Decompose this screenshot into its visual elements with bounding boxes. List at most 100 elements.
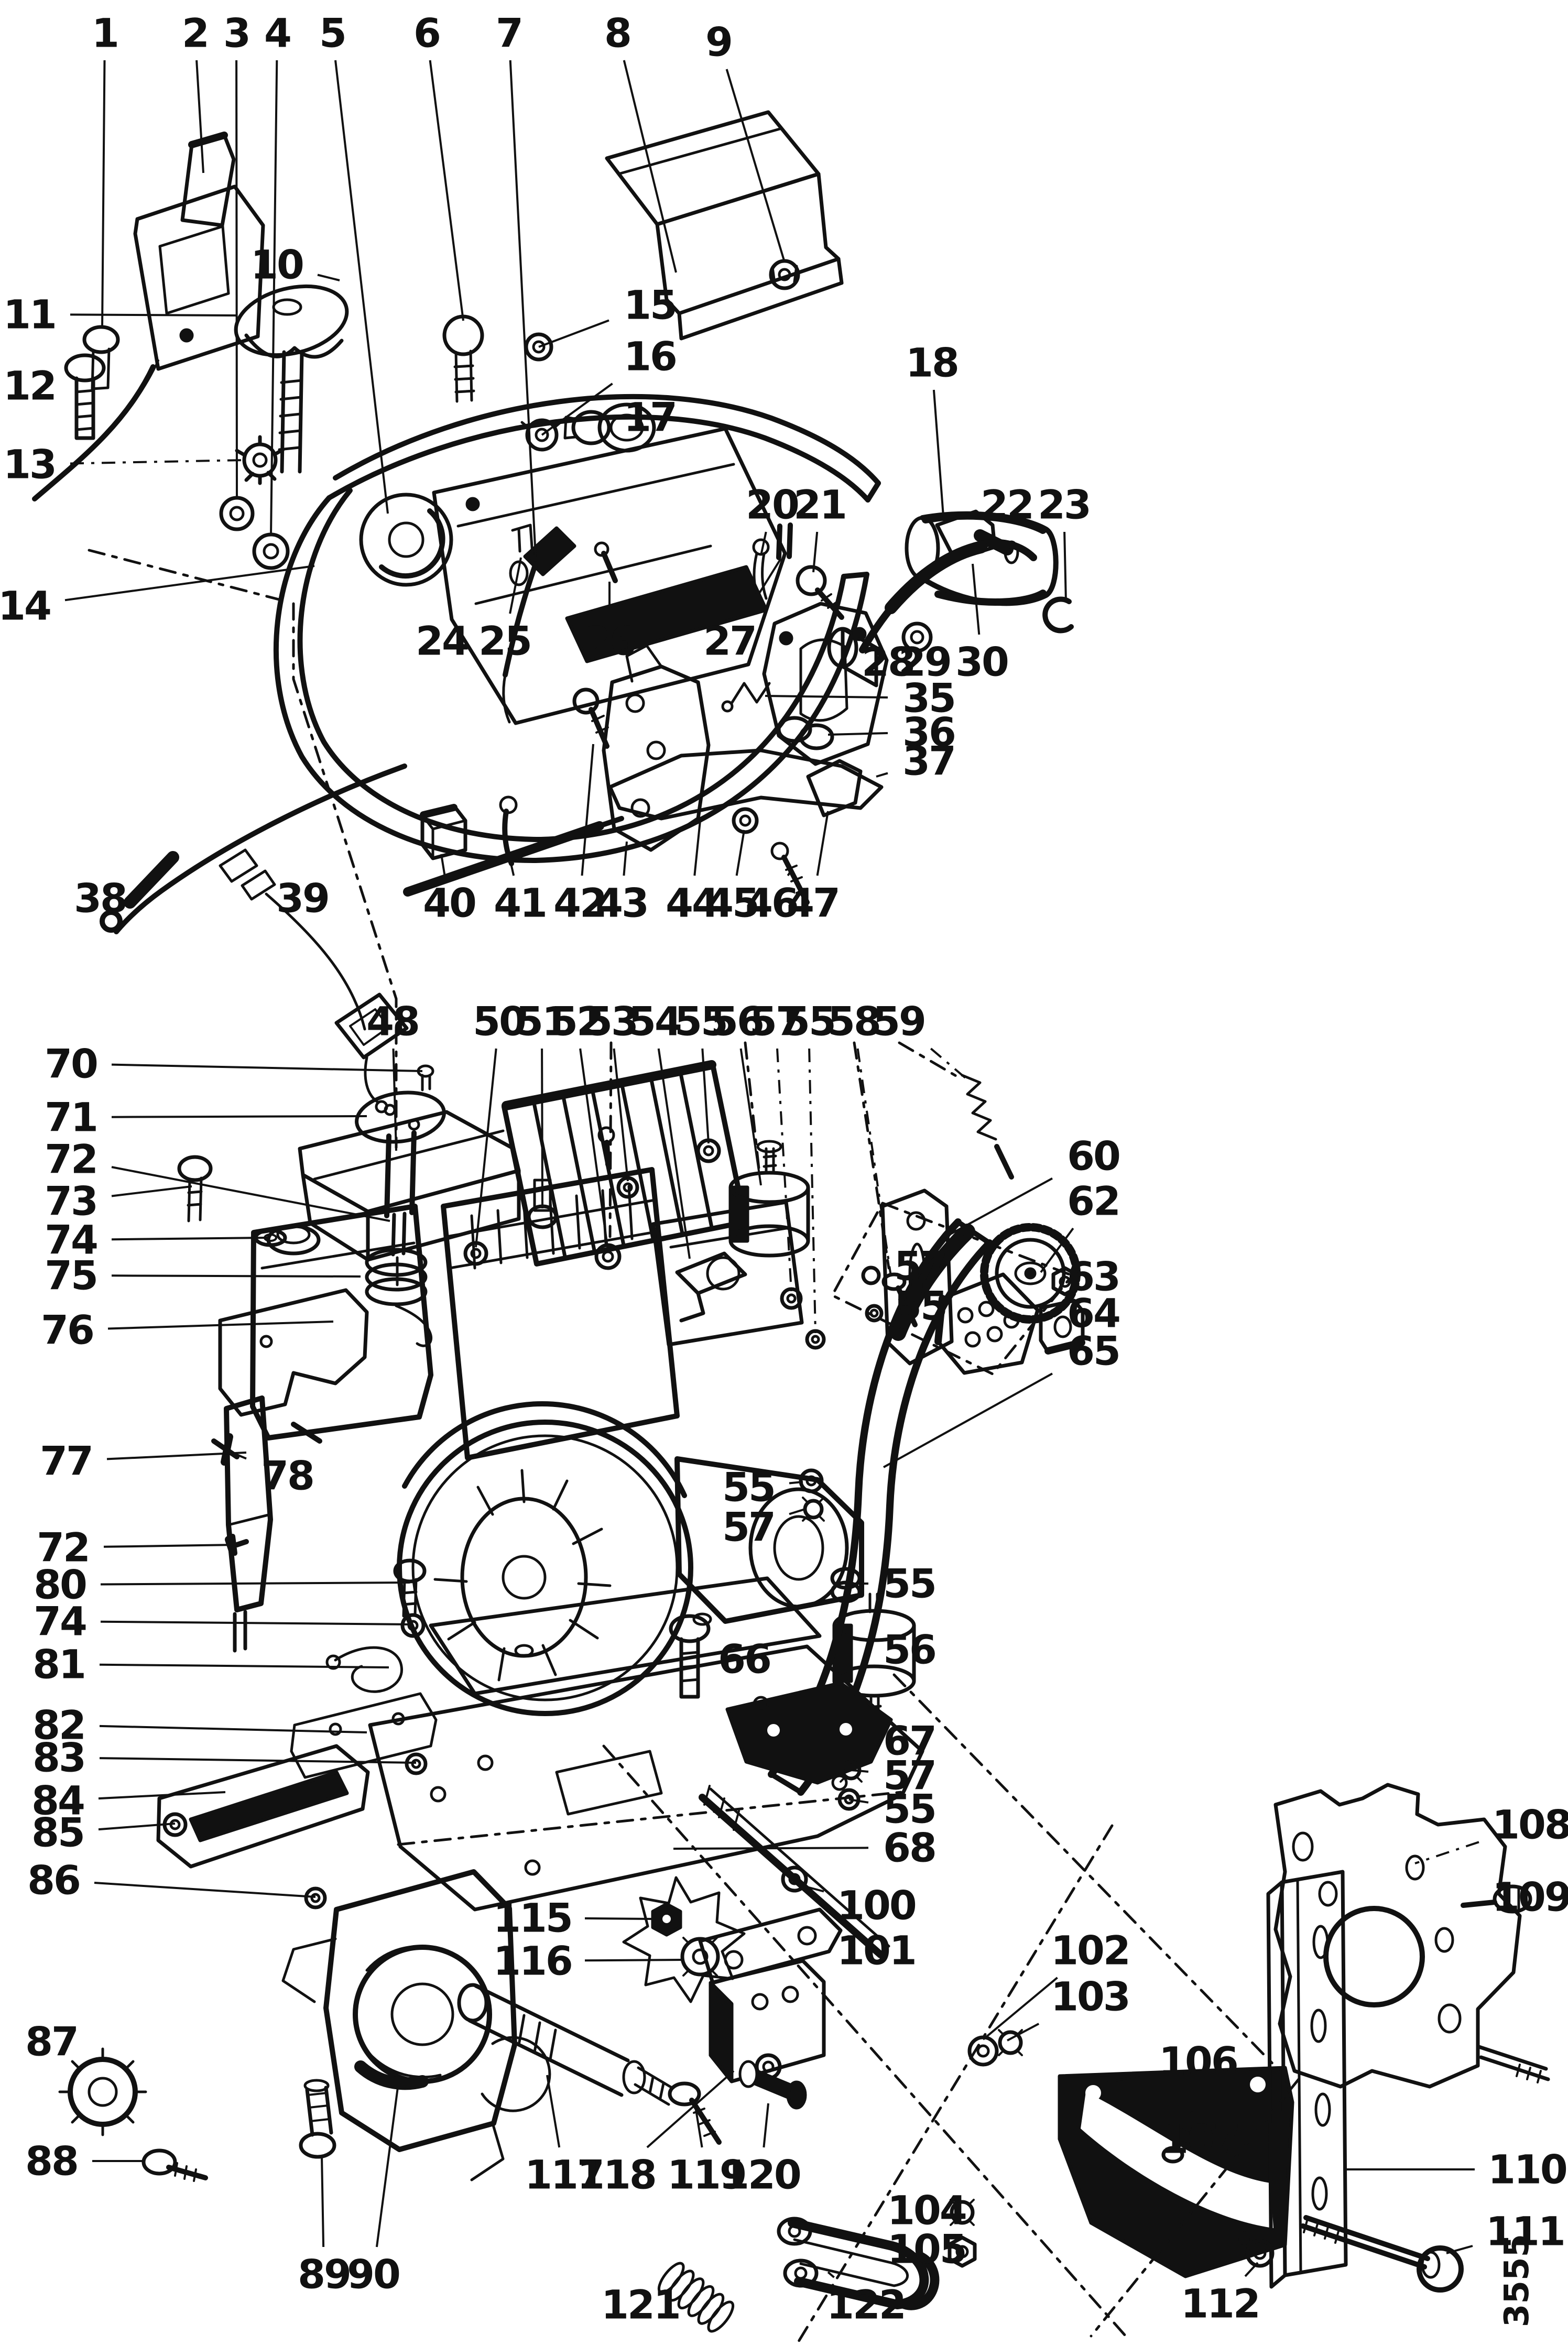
leader-line <box>111 1237 269 1241</box>
leader-line <box>99 1663 389 1668</box>
leader-line <box>789 1481 803 1485</box>
part-label-6: 6 <box>413 10 440 57</box>
part-label-59: 59 <box>873 998 925 1045</box>
leader-line <box>429 60 464 321</box>
part-label-115: 115 <box>493 1895 572 1941</box>
part-label-7: 7 <box>496 10 522 57</box>
leader-line <box>140 882 149 887</box>
part-label-48: 48 <box>366 998 419 1045</box>
part-label-50: 50 <box>473 998 525 1045</box>
leader-line <box>64 565 315 602</box>
leader-line <box>765 695 888 699</box>
part-label-116: 116 <box>493 1938 572 1984</box>
leader-line <box>763 2103 769 2148</box>
recoil-disc-and-screw <box>359 314 484 587</box>
leader-line <box>317 274 340 281</box>
leader-line <box>475 1048 497 1248</box>
part-label-80: 80 <box>34 1562 86 1608</box>
part-label-101: 101 <box>837 1927 916 1974</box>
part-label-107: 107 <box>1161 2116 1239 2163</box>
leader-line <box>70 459 245 465</box>
leader-line <box>760 531 767 556</box>
leader-line <box>693 820 701 876</box>
leader-line <box>816 811 829 876</box>
part-label-20: 20 <box>746 482 798 528</box>
leader-line <box>392 1048 397 1151</box>
part-label-73: 73 <box>45 1178 97 1225</box>
part-label-84: 84 <box>31 1777 84 1824</box>
part-label-105: 105 <box>887 2226 966 2273</box>
part-label-120: 120 <box>722 2152 800 2198</box>
part-label-17: 17 <box>624 394 676 441</box>
handlebar-assembly <box>64 284 1059 863</box>
leader-line <box>808 1048 816 1334</box>
part-label-23: 23 <box>1038 482 1090 528</box>
leader-line <box>584 1917 652 1920</box>
part-label-62: 62 <box>1067 1178 1119 1225</box>
leader-line <box>745 558 782 615</box>
part-label-9: 9 <box>705 19 732 66</box>
leader-line <box>856 1048 892 1277</box>
part-label-109: 109 <box>1492 1874 1568 1921</box>
part-label-108: 108 <box>1492 1802 1568 1848</box>
part-label-46: 46 <box>745 880 798 926</box>
leader-line <box>1007 2023 1040 2042</box>
part-label-74: 74 <box>45 1217 97 1263</box>
part-label-89: 89 <box>298 2251 350 2298</box>
part-label-56: 56 <box>711 998 763 1045</box>
leader-line <box>440 854 446 876</box>
leader-line <box>375 2083 399 2247</box>
part-label-60: 60 <box>1067 1133 1119 1180</box>
leader-line <box>789 1508 805 1515</box>
part-label-64: 64 <box>1067 1290 1119 1337</box>
part-label-83: 83 <box>32 1734 85 1781</box>
part-label-87: 87 <box>25 2018 78 2065</box>
part-label-85: 85 <box>31 1809 84 1856</box>
part-label-51: 51 <box>516 998 568 1045</box>
part-label-16: 16 <box>624 333 676 380</box>
leader-line <box>235 60 238 499</box>
part-label-14: 14 <box>0 583 50 629</box>
leader-line <box>579 1048 609 1251</box>
leader-line <box>100 1620 413 1625</box>
part-label-72: 72 <box>37 1524 89 1571</box>
part-label-36: 36 <box>902 709 955 756</box>
part-label-53: 53 <box>585 998 637 1045</box>
leader-line <box>224 1448 247 1460</box>
leader-line <box>111 1166 390 1222</box>
throttle-control-assembly <box>32 132 290 570</box>
lever-bracket-cluster <box>403 644 884 905</box>
part-label-100: 100 <box>837 1882 916 1929</box>
leader-line <box>623 60 677 273</box>
leader-line <box>613 1048 629 1182</box>
part-label-119: 119 <box>667 2152 746 2198</box>
part-label-71: 71 <box>45 1094 97 1141</box>
cable-7 <box>502 526 576 724</box>
part-label-103: 103 <box>1051 1973 1129 2020</box>
part-label-57: 57 <box>894 1243 946 1290</box>
part-label-28: 28 <box>862 639 914 685</box>
leader-line <box>1040 1227 1074 1273</box>
part-label-55: 55 <box>894 1283 946 1329</box>
part-label-66: 66 <box>718 1636 770 1683</box>
part-label-56: 56 <box>883 1627 935 1673</box>
part-label-63: 63 <box>1067 1253 1119 1300</box>
leader-line <box>848 1798 869 1804</box>
part-label-35: 35 <box>902 675 955 722</box>
part-label-13: 13 <box>3 441 56 488</box>
bowden-cables <box>100 763 409 1114</box>
part-label-74: 74 <box>34 1598 86 1645</box>
leader-line <box>270 60 278 536</box>
part-label-37: 37 <box>902 738 955 784</box>
part-label-12: 12 <box>3 363 56 409</box>
leader-line <box>103 1544 237 1548</box>
part-label-55: 55 <box>782 998 835 1045</box>
leader-line <box>735 830 745 876</box>
part-label-104: 104 <box>887 2187 966 2234</box>
part-label-111: 111 <box>1486 2208 1564 2255</box>
leader-line <box>827 732 888 736</box>
leader-line <box>509 861 515 876</box>
part-label-82: 82 <box>32 1702 85 1749</box>
